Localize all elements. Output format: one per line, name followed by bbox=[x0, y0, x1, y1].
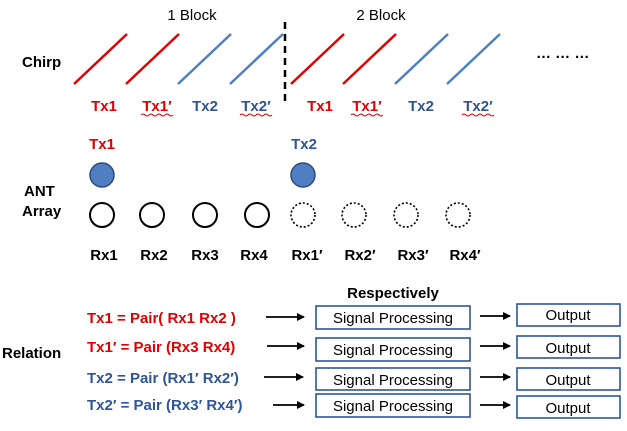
relation-eq-1: Tx1 = Pair( Rx1 Rx2 ) bbox=[87, 310, 236, 327]
spell-underline bbox=[350, 113, 384, 117]
signal-processing-label: Signal Processing bbox=[333, 310, 453, 327]
rx-label: Rx1 bbox=[90, 247, 118, 264]
relation-eq-3: Tx2 = Pair (Rx1′ Rx2′) bbox=[87, 370, 239, 387]
chirp-line-tx2-b2 bbox=[394, 33, 449, 85]
chirp-label: Chirp bbox=[22, 54, 61, 71]
signal-processing-label: Signal Processing bbox=[333, 342, 453, 359]
rx1-antenna bbox=[89, 202, 115, 228]
signal-processing-box-3 bbox=[315, 367, 471, 391]
rx-label: Rx3 bbox=[191, 247, 219, 264]
signal-processing-box-4 bbox=[315, 393, 471, 418]
tx1-antenna bbox=[89, 162, 115, 188]
chirp-tx-label: Tx1′ bbox=[352, 98, 382, 115]
ant-tx1-label: Tx1 bbox=[89, 136, 115, 153]
rx3-antenna bbox=[192, 202, 218, 228]
rx4-antenna bbox=[244, 202, 270, 228]
rx-antennas bbox=[89, 202, 471, 228]
tx2-antenna bbox=[290, 162, 316, 188]
rx2-antenna bbox=[139, 202, 165, 228]
chirp-tx-label: Tx1 bbox=[307, 98, 333, 115]
spell-underline bbox=[461, 113, 495, 117]
output-label: Output bbox=[545, 372, 591, 389]
output-box-1 bbox=[516, 303, 621, 327]
rx1-prime-antenna bbox=[290, 202, 316, 228]
ant-label: ANT bbox=[24, 183, 55, 200]
ant-tx2-label: Tx2 bbox=[291, 136, 317, 153]
rx3-prime-antenna bbox=[393, 202, 419, 228]
array-label: Array bbox=[22, 203, 62, 220]
relation-label: Relation bbox=[2, 345, 61, 362]
rx-label: Rx4′ bbox=[449, 247, 481, 264]
chirp-tx-label: Tx2 bbox=[408, 98, 434, 115]
chirp-line-tx2-prime bbox=[229, 33, 284, 85]
rx-label: Rx4 bbox=[240, 247, 268, 264]
signal-processing-box-2 bbox=[315, 337, 471, 362]
chirp-tx-label: Tx2 bbox=[192, 98, 218, 115]
chirp-line-tx2 bbox=[177, 33, 232, 85]
chirp-tx-label: Tx1′ bbox=[142, 98, 172, 115]
chirp-lines bbox=[73, 33, 501, 85]
signal-processing-label: Signal Processing bbox=[333, 372, 453, 389]
rx-label: Rx2 bbox=[140, 247, 168, 264]
rx-label: Rx1′ bbox=[291, 247, 323, 264]
chirp-tx-label: Tx2′ bbox=[241, 98, 271, 115]
spell-underline bbox=[140, 113, 174, 117]
chirp-tx-label: Tx2′ bbox=[463, 98, 493, 115]
signal-processing-label: Signal Processing bbox=[333, 398, 453, 415]
chirp-tx-label: Tx1 bbox=[91, 98, 117, 115]
chirp-line-tx1-b2 bbox=[290, 33, 345, 85]
chirp-line-tx1-prime-b2 bbox=[342, 33, 397, 85]
output-label: Output bbox=[545, 340, 591, 357]
chirp-line-tx1 bbox=[73, 33, 128, 85]
chirp-line-tx2-prime-b2 bbox=[446, 33, 501, 85]
output-label: Output bbox=[545, 307, 591, 324]
rx4-prime-antenna bbox=[445, 202, 471, 228]
output-box-2 bbox=[516, 335, 621, 359]
rx-label: Rx3′ bbox=[397, 247, 429, 264]
signal-processing-box-1 bbox=[315, 305, 471, 330]
output-box-4 bbox=[516, 395, 621, 419]
block-2-label: 2 Block bbox=[356, 7, 406, 24]
rx2-prime-antenna bbox=[341, 202, 367, 228]
output-box-3 bbox=[516, 367, 621, 391]
rx-label: Rx2′ bbox=[344, 247, 376, 264]
relation-eq-4: Tx2′ = Pair (Rx3′ Rx4′) bbox=[87, 397, 242, 414]
respectively-label: Respectively bbox=[347, 285, 439, 302]
output-label: Output bbox=[545, 400, 591, 417]
spell-underline bbox=[239, 113, 273, 117]
chirp-line-tx1-prime bbox=[125, 33, 180, 85]
relation-eq-2: Tx1′ = Pair (Rx3 Rx4) bbox=[87, 339, 235, 356]
continuation-ellipsis: … … … bbox=[536, 45, 589, 62]
block-1-label: 1 Block bbox=[167, 7, 217, 24]
